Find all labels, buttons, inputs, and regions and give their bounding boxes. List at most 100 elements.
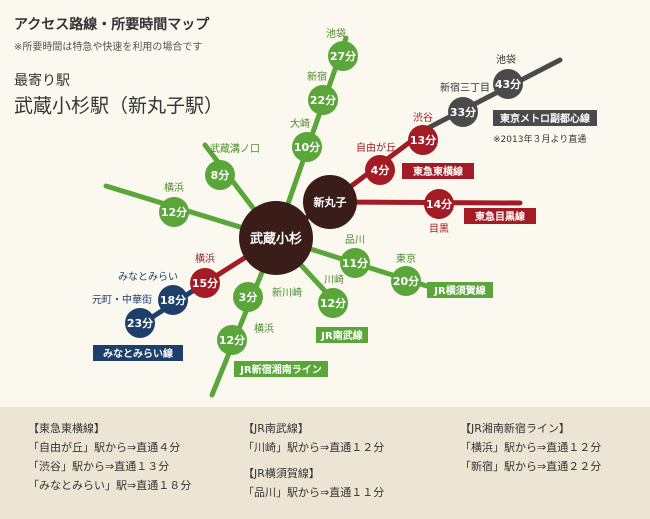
name-yokohama-g2: 横浜 [254,322,274,335]
name-ikebukuro-g: 池袋 [326,27,346,40]
badge-fukutoshin: 東京メトロ副都心線 [500,112,590,125]
badge-jr-nambu-bg [316,327,368,343]
stop-motomachi [158,285,188,315]
badge-jr-yokosuka: JR横須賀線 [433,284,485,297]
badge-jr-yokosuka-bg [427,282,493,298]
stop-meguro [424,189,454,219]
name-yokohama-g1: 横浜 [164,181,184,194]
name-shinkawasaki: 新川崎 [272,286,302,299]
hub-musashikosugi [239,201,313,275]
name-ikebukuro-d: 池袋 [496,53,516,66]
name-yokohama-r: 横浜 [195,252,215,265]
stop-yokohama-g2 [217,325,247,355]
stop-ikebukuro-d [493,69,523,99]
name-minatomirai: みなとみらい [118,271,178,283]
name-osaki: 大崎 [290,117,310,130]
stop-shinjuku3 [448,97,478,127]
stop-tokyo [391,266,421,296]
hub-musashikosugi-label: 武蔵小杉 [250,231,302,247]
badge-toyoko: 東急東横線 [413,165,463,178]
stop-shibuya [408,125,438,155]
time-ikebukuro-g: 27分 [330,49,356,63]
name-shibuya: 渋谷 [413,111,433,124]
stop-minatomirai [125,308,155,338]
stops-navy: 18分 元町・中華街 23分 みなとみらい [92,271,188,338]
hub-shinmaruko-label: 新丸子 [314,195,347,209]
page-title: アクセス路線・所要時間マップ [14,17,210,33]
legend-panel: 【東急東横線】 「自由が丘」駅から⇒直通４分 「渋谷」駅から⇒直通１３分 「みな… [0,407,650,519]
stop-osaki [292,132,322,162]
legend-toyoko-line3: 「みなとみらい」駅⇒直通１８分 [28,479,192,492]
time-shinkawasaki: 3分 [239,290,258,304]
time-note: ※所要時間は特急や快速を利用の場合です [14,42,203,53]
stop-shinagawa [340,248,370,278]
time-tokyo: 20分 [393,274,419,288]
legend-shonan-line2: 「新宿」駅から⇒直通２２分 [460,460,602,473]
time-shinagawa: 11分 [342,256,368,270]
name-kawasaki: 川崎 [324,273,344,286]
hub-shinmaruko [303,175,357,229]
name-shinjuku-g: 新宿 [307,70,327,83]
legend-yokosuka-line1: 「品川」駅から⇒直通１１分 [243,486,385,499]
time-osaki: 10分 [294,140,320,154]
badge-minatomirai: みなとみらい線 [103,347,173,360]
legend-toyoko: 【東急東横線】 「自由が丘」駅から⇒直通４分 「渋谷」駅から⇒直通１３分 「みな… [28,419,191,495]
legend-shonan-line1: 「横浜」駅から⇒直通１２分 [460,441,602,454]
stop-ikebukuro-g [328,41,358,71]
legend-yokosuka-title: 【JR横須賀線】 [243,467,320,480]
legend-yokosuka: 【JR横須賀線】 「品川」駅から⇒直通１１分 [243,464,384,502]
name-motomachi: 元町・中華街 [92,293,152,306]
legend-toyoko-line1: 「自由が丘」駅から⇒直通４分 [28,441,181,454]
stops-gray: 33分 新宿三丁目 43分 池袋 [440,53,523,127]
name-mizonokuchi: 武蔵溝ノ口 [210,142,260,155]
legend-shonan-title: 【JR湘南新宿ライン】 [460,422,570,435]
badge-jr-shonan: JR新宿湘南ライン [239,363,321,376]
time-motomachi: 18分 [160,293,186,307]
time-mizonokuchi: 8分 [211,168,230,182]
time-yokohama-r: 15分 [192,276,218,290]
stop-shinkawasaki [233,282,263,312]
badge-meguro-bg [464,208,536,224]
name-jiyugaoka: 自由が丘 [356,141,396,154]
legend-nambu: 【JR南武線】 「川崎」駅から⇒直通１２分 [243,419,384,457]
name-shinjuku3: 新宿三丁目 [440,81,490,94]
fukutoshin-note: ※2013年３月より直通 [493,133,586,145]
stop-yokohama-g1 [159,197,189,227]
legend-nambu-title: 【JR南武線】 [243,422,309,435]
stop-yokohama-r [190,268,220,298]
legend-nambu-line1: 「川崎」駅から⇒直通１２分 [243,441,385,454]
stop-kawasaki [318,288,348,318]
time-meguro: 14分 [426,197,452,211]
badge-toyoko-bg [402,163,474,179]
time-yokohama-g2: 12分 [219,333,245,347]
stops-red: 4分 自由が丘 13分 渋谷 14分 目黒 15分 横浜 [190,111,454,298]
name-shinagawa: 品川 [345,234,365,246]
time-shinjuku-g: 22分 [310,93,336,107]
time-kawasaki: 12分 [320,296,346,310]
badge-jr-shonan-bg [234,361,328,377]
nearest-station-label: 最寄り駅 [14,73,70,89]
route-diagram: 武蔵小杉 新丸子 27分 池袋 22分 新宿 10分 大崎 8分 武蔵溝ノ口 1… [92,27,597,398]
stops-green: 27分 池袋 22分 新宿 10分 大崎 8分 武蔵溝ノ口 12分 横浜 11分… [159,27,421,355]
line-badges: 東急東横線 東急目黒線 JR南武線 JR横須賀線 JR新宿湘南ライン みなとみら… [93,110,597,377]
stop-shinjuku-g [308,85,338,115]
time-shinjuku3: 33分 [450,105,476,119]
legend-shonan: 【JR湘南新宿ライン】 「横浜」駅から⇒直通１２分 「新宿」駅から⇒直通２２分 [460,419,601,476]
badge-fukutoshin-bg [493,110,597,126]
name-meguro: 目黒 [429,223,449,235]
stop-mizonokuchi [205,160,235,190]
badge-jr-nambu: JR南武線 [320,329,362,342]
badge-meguro: 東急目黒線 [475,210,525,223]
time-minatomirai: 23分 [127,316,153,330]
time-yokohama-g1: 12分 [161,205,187,219]
station-name: 武蔵小杉駅（新丸子駅） [14,95,224,117]
badge-minatomirai-bg [93,345,183,361]
legend-toyoko-line2: 「渋谷」駅から⇒直通１３分 [28,460,170,473]
time-shibuya: 13分 [410,133,436,147]
time-jiyugaoka: 4分 [371,163,390,177]
stop-jiyugaoka [365,155,395,185]
time-ikebukuro-d: 43分 [495,77,521,91]
legend-toyoko-title: 【東急東横線】 [28,422,105,435]
name-tokyo: 東京 [396,252,416,265]
